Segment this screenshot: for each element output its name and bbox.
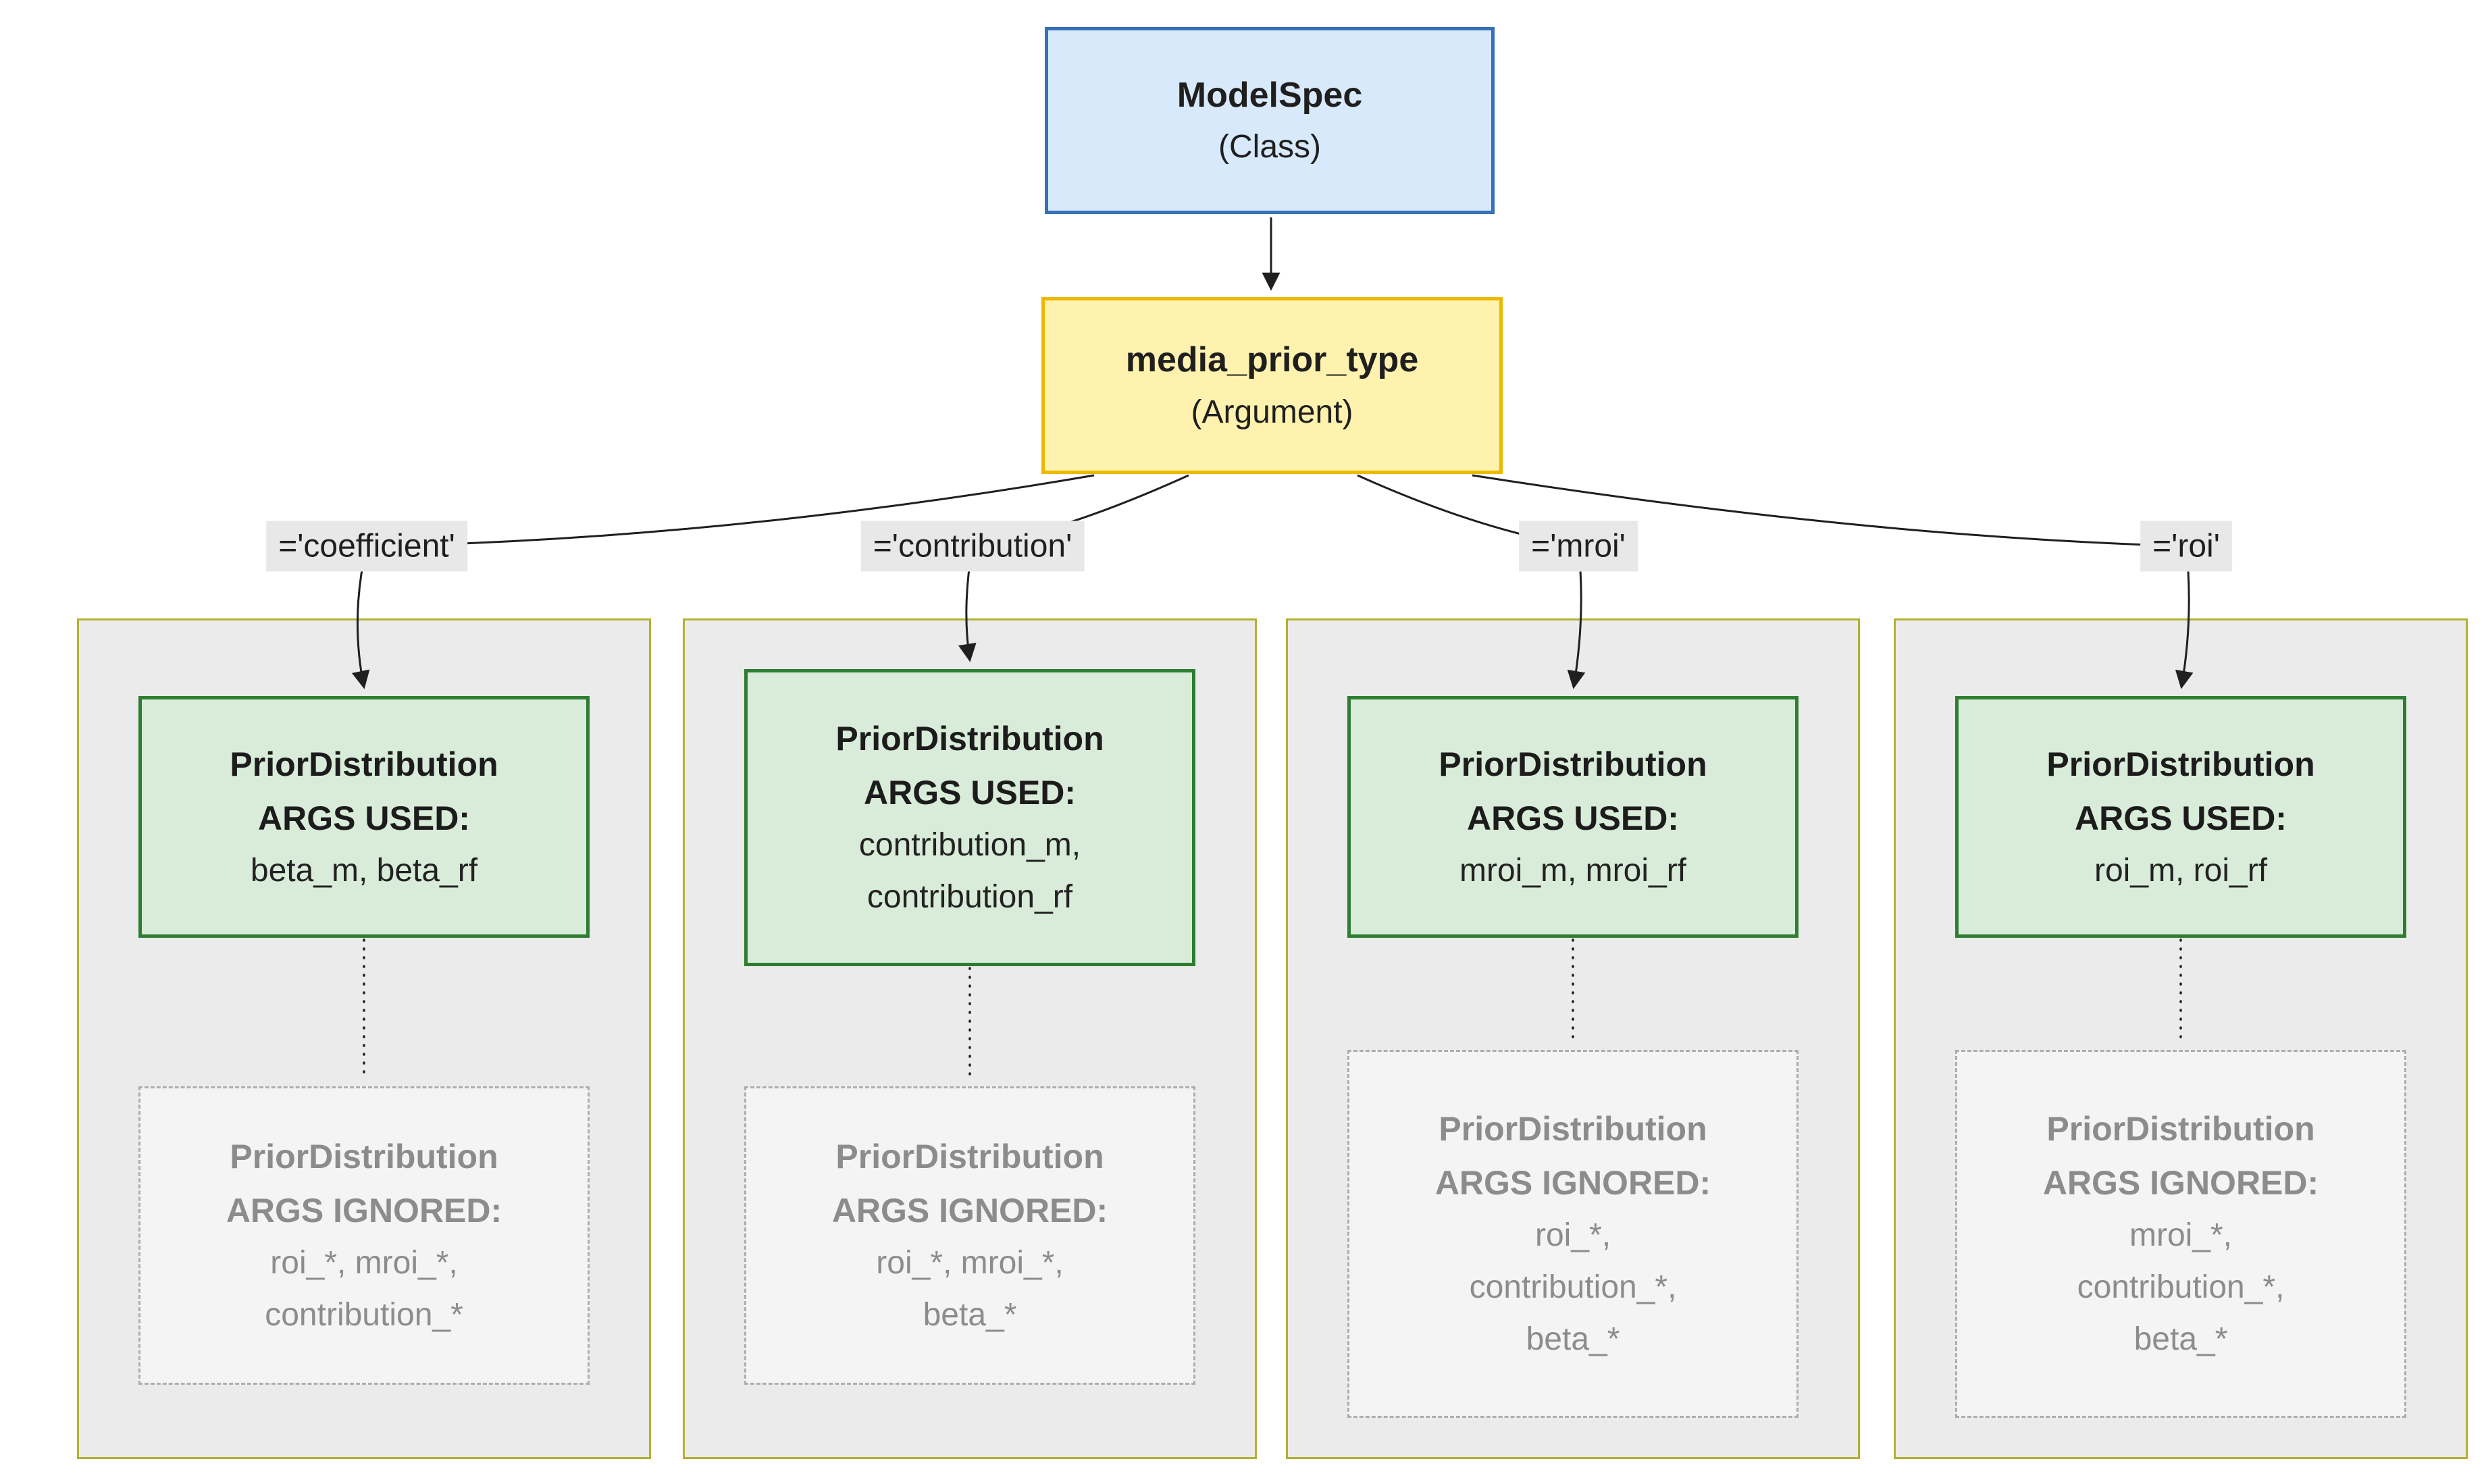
prior-args-used-box: PriorDistribution ARGS USED: beta_m, bet…: [138, 696, 590, 938]
branch-cluster-contribution: PriorDistribution ARGS USED: contributio…: [683, 618, 1257, 1459]
prior-used-heading: ARGS USED:: [1467, 799, 1679, 837]
modelspec-title: ModelSpec: [1176, 75, 1363, 115]
branch-cluster-mroi: PriorDistribution ARGS USED: mroi_m, mro…: [1286, 618, 1860, 1459]
edge-label-mroi: ='mroi': [1519, 521, 1638, 572]
modelspec-kind: (Class): [1218, 129, 1321, 165]
prior-args-used-box: PriorDistribution ARGS USED: contributio…: [744, 669, 1195, 966]
branch-cluster-roi: PriorDistribution ARGS USED: roi_m, roi_…: [1894, 618, 2468, 1459]
prior-ignored-title: PriorDistribution: [230, 1138, 498, 1176]
prior-ignored-args: mroi_*, contribution_*, beta_*: [2077, 1217, 2285, 1357]
prior-ignored-title: PriorDistribution: [835, 1138, 1104, 1176]
prior-ignored-heading: ARGS IGNORED:: [831, 1192, 1108, 1230]
modelspec-class-node: ModelSpec (Class): [1045, 27, 1495, 214]
prior-used-title: PriorDistribution: [835, 720, 1104, 758]
prior-used-heading: ARGS USED:: [2075, 799, 2287, 837]
edge-label-contribution: ='contribution': [860, 521, 1085, 572]
edge-label-roi: ='roi': [2140, 521, 2232, 572]
prior-args-used-box: PriorDistribution ARGS USED: roi_m, roi_…: [1955, 696, 2406, 938]
prior-ignored-heading: ARGS IGNORED:: [1434, 1164, 1711, 1202]
prior-args-ignored-box: PriorDistribution ARGS IGNORED: roi_*, m…: [138, 1086, 590, 1385]
prior-used-title: PriorDistribution: [2046, 745, 2315, 783]
prior-ignored-args: roi_*, contribution_*, beta_*: [1469, 1217, 1677, 1357]
prior-used-heading: ARGS USED:: [864, 774, 1076, 812]
prior-used-title: PriorDistribution: [1439, 745, 1707, 783]
prior-args-used-box: PriorDistribution ARGS USED: mroi_m, mro…: [1347, 696, 1799, 938]
prior-used-title: PriorDistribution: [230, 745, 498, 783]
prior-used-heading: ARGS USED:: [258, 799, 470, 837]
media-prior-type-title: media_prior_type: [1125, 340, 1419, 379]
prior-used-args: contribution_m, contribution_rf: [858, 827, 1081, 915]
prior-used-args: roi_m, roi_rf: [2094, 852, 2268, 889]
edge-label-coefficient: ='coefficient': [266, 521, 467, 572]
prior-ignored-title: PriorDistribution: [2046, 1110, 2315, 1148]
prior-args-ignored-box: PriorDistribution ARGS IGNORED: roi_*, m…: [744, 1086, 1195, 1385]
media-prior-type-kind: (Argument): [1191, 394, 1353, 430]
prior-used-args: mroi_m, mroi_rf: [1459, 852, 1687, 889]
media-prior-type-node: media_prior_type (Argument): [1041, 297, 1503, 474]
prior-ignored-args: roi_*, mroi_*, beta_*: [876, 1245, 1064, 1333]
prior-ignored-heading: ARGS IGNORED:: [2042, 1164, 2319, 1202]
prior-ignored-heading: ARGS IGNORED:: [226, 1192, 502, 1230]
prior-ignored-args: roi_*, mroi_*, contribution_*: [265, 1245, 463, 1333]
branch-cluster-coefficient: PriorDistribution ARGS USED: beta_m, bet…: [77, 618, 651, 1459]
prior-args-ignored-box: PriorDistribution ARGS IGNORED: mroi_*, …: [1955, 1050, 2406, 1418]
prior-ignored-title: PriorDistribution: [1439, 1110, 1707, 1148]
prior-used-args: beta_m, beta_rf: [250, 852, 478, 889]
prior-args-ignored-box: PriorDistribution ARGS IGNORED: roi_*, c…: [1347, 1050, 1799, 1418]
